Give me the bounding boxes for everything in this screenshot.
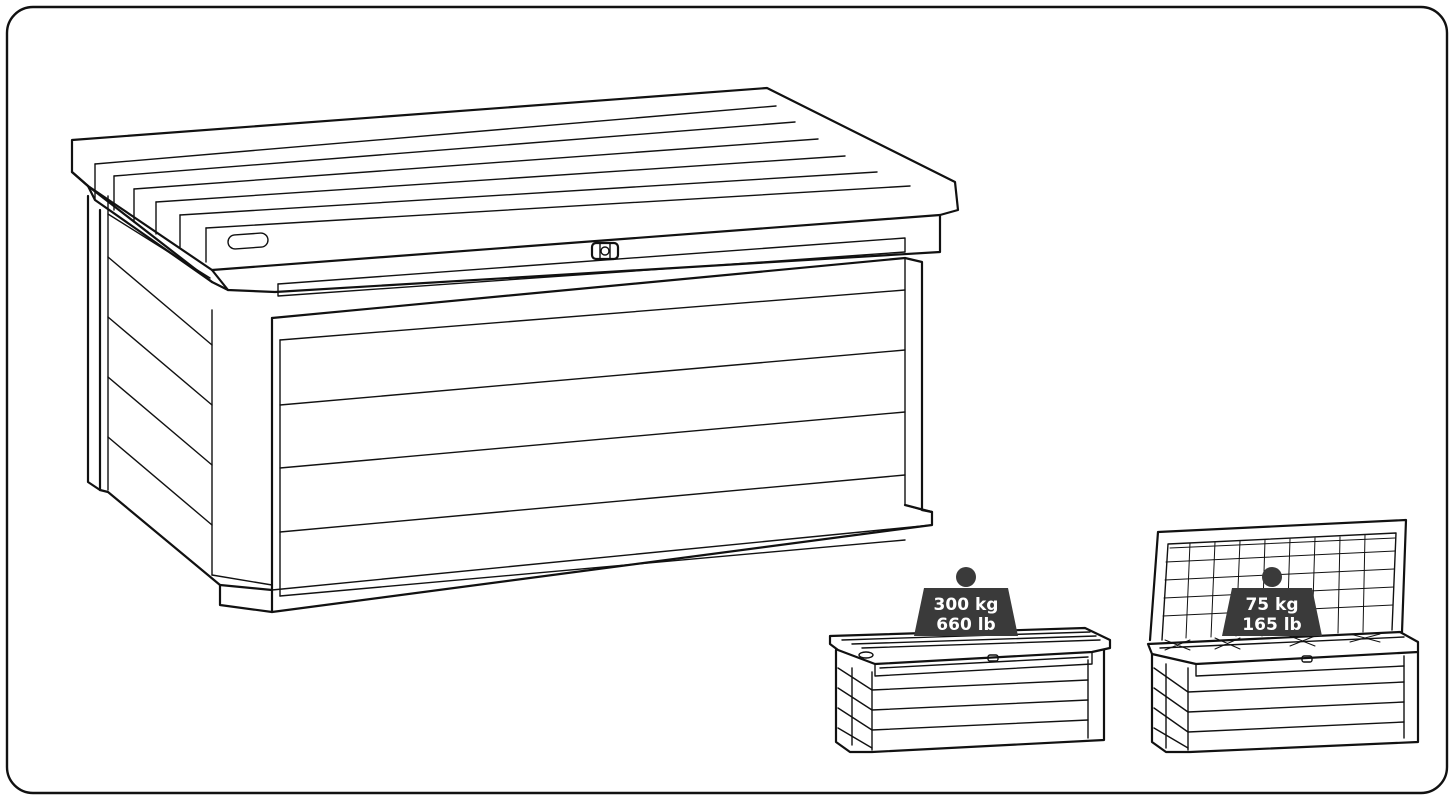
- lock-latch: [590, 241, 620, 261]
- load-rating-imperial-closed: 660 lb: [936, 615, 995, 635]
- load-rating-metric-open: 75 kg: [1245, 595, 1298, 615]
- box-front-panel: [270, 256, 934, 614]
- box-left-side: [86, 194, 274, 614]
- figure-frame: [5, 5, 1449, 795]
- load-rating-imperial-open: 165 lb: [1242, 615, 1301, 635]
- storage-box-closed-lid: [828, 626, 1112, 754]
- box-lid: [70, 86, 960, 297]
- storage-box-large: [70, 86, 960, 614]
- weight-badge-open-lid: 75 kg 165 lb: [1222, 567, 1322, 636]
- load-rating-metric-closed: 300 kg: [934, 595, 999, 615]
- weight-badge-closed-lid: 300 kg 660 lb: [914, 567, 1018, 636]
